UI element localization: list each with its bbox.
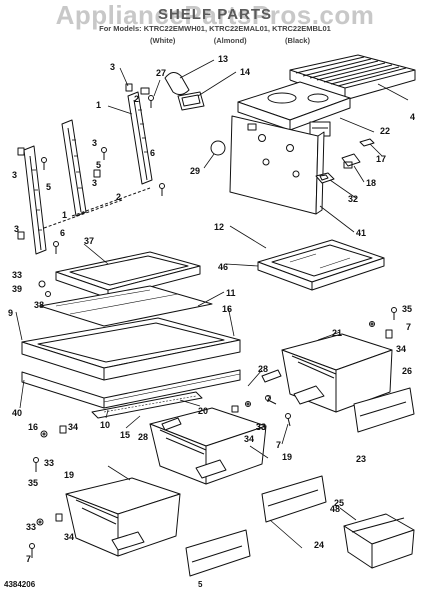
callout-22: 22: [380, 126, 390, 136]
callout-39: 39: [12, 284, 22, 294]
callout-16: 16: [222, 304, 232, 314]
callout-5: 5: [96, 160, 101, 170]
callout-28: 28: [258, 364, 268, 374]
callout-27: 27: [156, 68, 166, 78]
callout-40: 40: [12, 408, 22, 418]
callout-3: 3: [92, 138, 97, 148]
callout-19: 19: [282, 452, 292, 462]
callout-6: 6: [60, 228, 65, 238]
callout-33: 33: [256, 422, 266, 432]
callout-28: 28: [138, 432, 148, 442]
callout-33: 33: [44, 458, 54, 468]
callout-26: 26: [402, 366, 412, 376]
diagram-title: SHELF PARTS: [157, 6, 273, 23]
leader-lines: [15, 59, 409, 549]
callout-33: 33: [256, 422, 266, 432]
drawer-fronts: [185, 387, 415, 577]
callout-34: 34: [244, 434, 254, 444]
callout-35: 35: [28, 478, 38, 488]
watermark: AppliancePartsPros.com: [55, 0, 375, 30]
crisper-drawer-lower: [65, 477, 181, 557]
callout-2: 2: [134, 94, 139, 104]
callout-7: 7: [276, 440, 281, 450]
callout-46: 46: [218, 262, 228, 272]
callout-18: 18: [366, 178, 376, 188]
back-panel: [229, 115, 325, 215]
callout-6: 6: [150, 148, 155, 158]
callout-38: 38: [34, 300, 44, 310]
page-number: 5: [198, 580, 203, 589]
crisper-drawer-center: [149, 407, 267, 485]
callout-25: 25: [334, 498, 344, 508]
callout-1: 1: [62, 210, 67, 220]
callout-34: 34: [396, 344, 406, 354]
hardware: [29, 280, 397, 558]
callout-41: 41: [356, 228, 366, 238]
callout-3: 3: [12, 170, 17, 180]
document-number: 4384206: [4, 580, 36, 589]
callout-4: 4: [410, 112, 415, 122]
callout-7: 7: [26, 554, 31, 564]
callout-5: 5: [46, 182, 51, 192]
callout-33: 33: [12, 270, 22, 280]
callout-13: 13: [218, 54, 228, 64]
callout-32: 32: [348, 194, 358, 204]
callout-20: 20: [198, 406, 208, 416]
model-list: For Models: KTRC22EMWH01, KTRC22EMAL01, …: [99, 24, 331, 33]
callout-35: 35: [402, 304, 412, 314]
callout-9: 9: [8, 308, 13, 318]
callout-7: 7: [266, 394, 271, 404]
callout-17: 17: [376, 154, 386, 164]
glass-shelf-left: [39, 251, 213, 327]
callout-37: 37: [84, 236, 94, 246]
glass-shelf-right: [257, 239, 385, 291]
finish-almond: (Almond): [213, 36, 247, 45]
callout-48: 48: [330, 504, 340, 514]
top-bracket: [140, 72, 205, 111]
crisper-cover-frame: [21, 317, 241, 419]
callout-33: 33: [26, 522, 36, 532]
door-bin: [343, 513, 415, 569]
left-rails: [17, 83, 165, 255]
callout-3: 3: [110, 62, 115, 72]
callouts: 13 14 27 3 2 1 3 5 6 3 2 3 5 1 4 22 17 2…: [8, 54, 415, 564]
callout-24: 24: [314, 540, 324, 550]
small-parts-top: [210, 138, 375, 184]
callout-1: 1: [96, 100, 101, 110]
callout-29: 29: [190, 166, 200, 176]
callout-16: 16: [28, 422, 38, 432]
callout-23: 23: [356, 454, 366, 464]
callout-34: 34: [64, 532, 74, 542]
callout-21: 21: [332, 328, 342, 338]
callout-19: 19: [64, 470, 74, 480]
callout-7: 7: [406, 322, 411, 332]
crisper-drawer-right: [281, 333, 393, 413]
finish-list: (White) (Almond) (Black): [150, 36, 310, 46]
callout-2: 2: [116, 192, 121, 202]
callout-11: 11: [226, 288, 236, 298]
callout-10: 10: [100, 420, 110, 430]
finish-white: (White): [150, 36, 176, 45]
callout-34: 34: [68, 422, 78, 432]
callout-14: 14: [240, 67, 250, 77]
callout-12: 12: [214, 222, 224, 232]
callout-15: 15: [120, 430, 130, 440]
callout-3: 3: [14, 224, 19, 234]
finish-black: (Black): [284, 36, 310, 45]
callout-3: 3: [92, 178, 97, 188]
